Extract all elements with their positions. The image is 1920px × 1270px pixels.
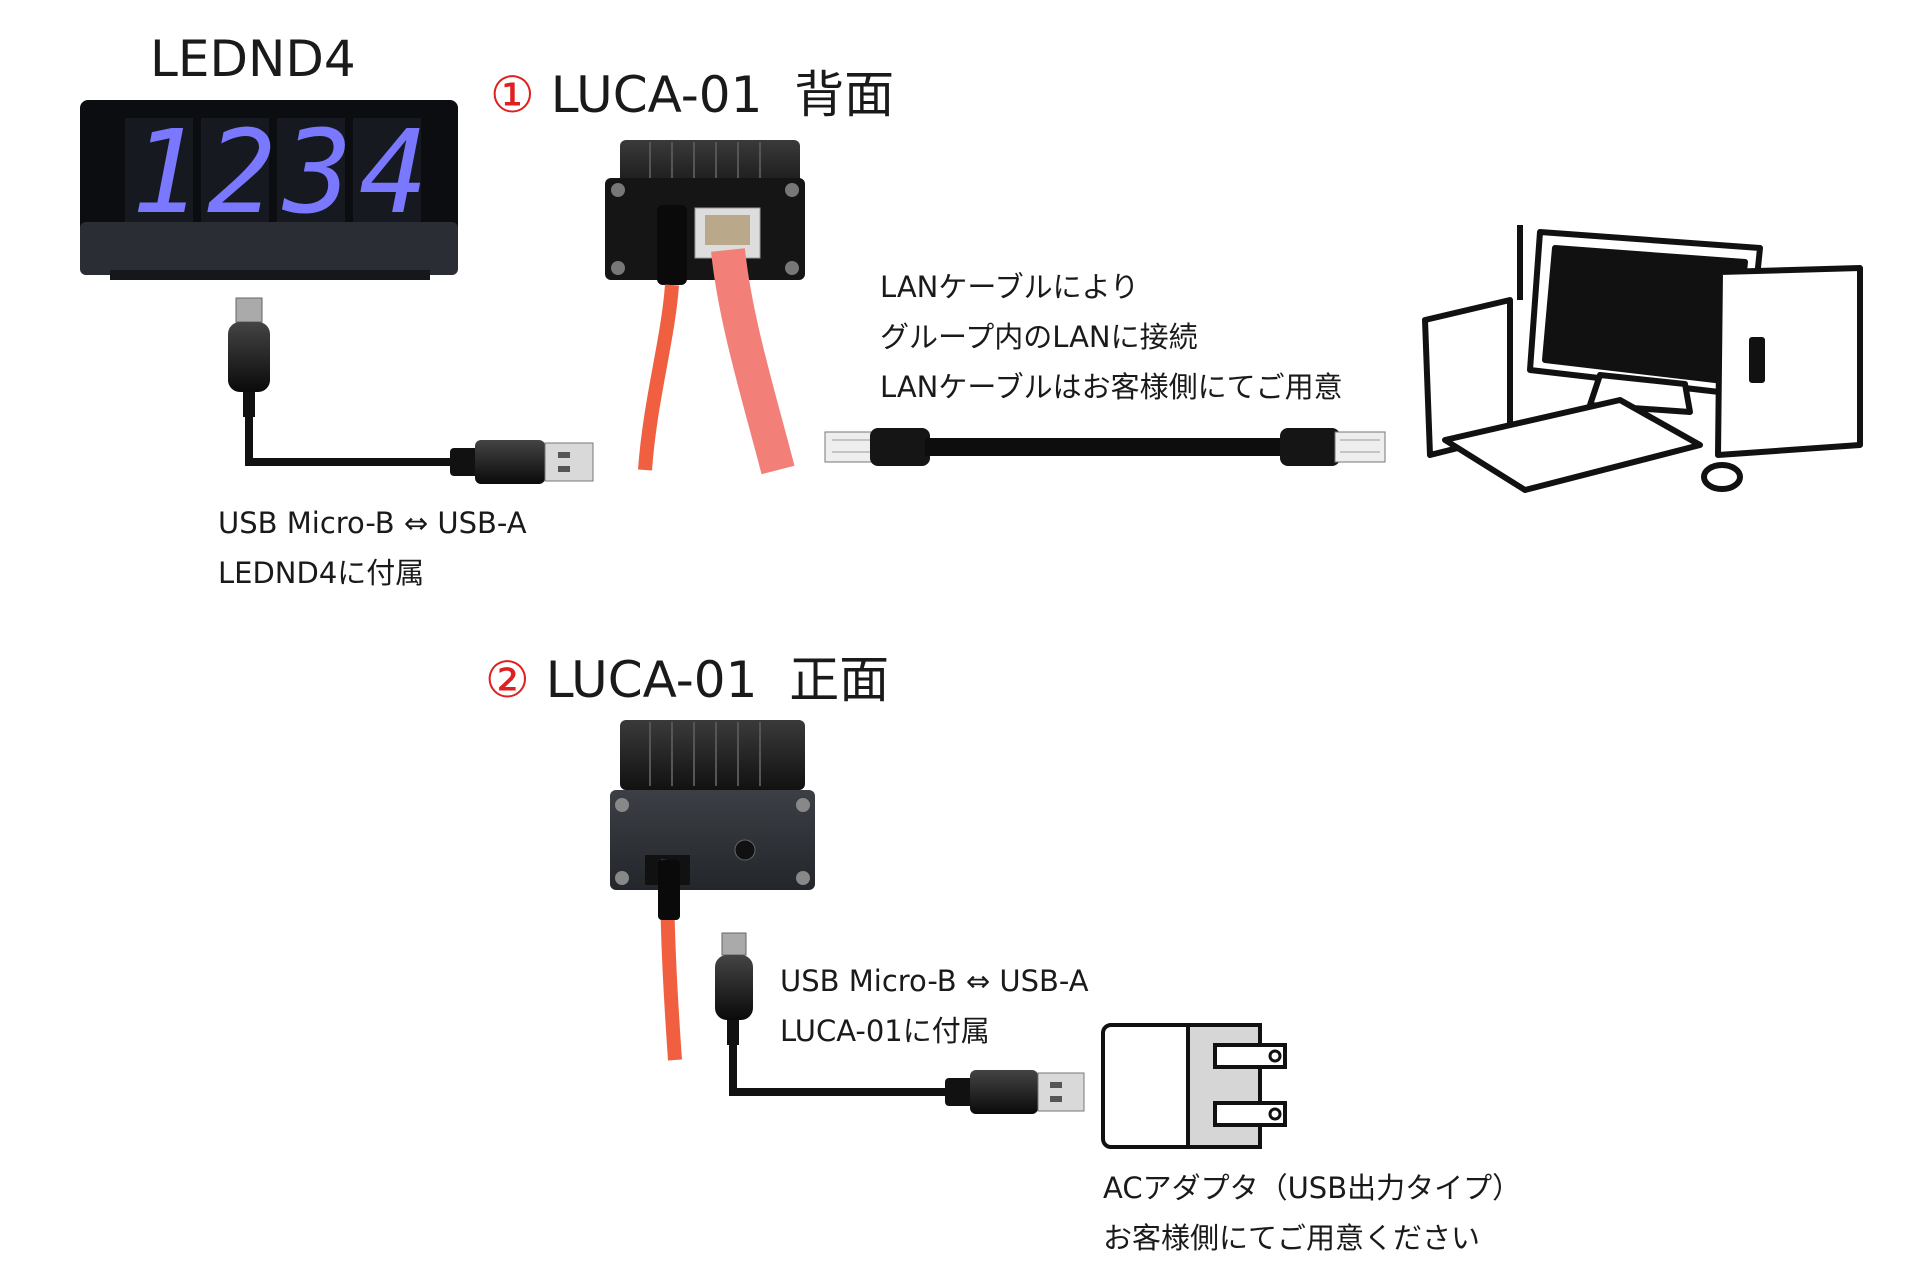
caption-line: LANケーブルはお客様側にてご用意	[880, 370, 1343, 404]
rj45-icon	[824, 431, 876, 463]
caption-line: USB Micro-B ⇔ USB-A	[780, 964, 1089, 998]
luca01-front-device	[610, 720, 815, 1061]
section2-number: ②	[485, 651, 530, 709]
section1-side: 背面	[794, 66, 895, 124]
caption-line: USB Micro-B ⇔ USB-A	[218, 506, 527, 540]
ledn-title: LEDND4	[150, 30, 356, 88]
usb-cable-bottom	[715, 932, 1085, 1114]
section2-name: LUCA-01	[545, 651, 758, 709]
section2-title: ② LUCA-01 正面	[485, 640, 889, 712]
usb-cable-caption-bottom: USB Micro-B ⇔ USB-A LUCA-01に付属	[780, 956, 1089, 1056]
section1-number: ①	[490, 66, 535, 124]
caption-line: LANケーブルにより	[880, 270, 1140, 304]
section1-title: ① LUCA-01 背面	[490, 55, 894, 127]
caption-line: LEDND4に付属	[218, 556, 425, 590]
pc-icon	[1422, 225, 1863, 493]
adapter-caption: ACアダプタ（USB出力タイプ） お客様側にてご用意ください	[1103, 1163, 1521, 1263]
led-digit: 1	[131, 106, 200, 240]
ac-adapter-icon	[1101, 1023, 1287, 1149]
led-digit-cell	[353, 118, 421, 222]
section2-side: 正面	[789, 651, 890, 709]
led-digit-cell	[277, 118, 345, 222]
caption-line: グループ内のLANに接続	[880, 320, 1198, 354]
usb-cable-caption-top: USB Micro-B ⇔ USB-A LEDND4に付属	[218, 498, 527, 598]
lan-caption: LANケーブルにより グループ内のLANに接続 LANケーブルはお客様側にてご用…	[880, 262, 1343, 412]
led-digit: 4	[359, 106, 428, 240]
led-digit-cell	[201, 118, 269, 222]
section1-name: LUCA-01	[550, 66, 763, 124]
led-digit: 3	[281, 106, 352, 240]
caption-line: ACアダプタ（USB出力タイプ）	[1103, 1171, 1522, 1205]
lan-cable	[824, 428, 1386, 466]
caption-line: お客様側にてご用意ください	[1103, 1221, 1481, 1255]
led-digit: 2	[207, 106, 276, 240]
luca01-back-device	[605, 140, 805, 475]
led-digit-cell	[125, 118, 193, 222]
caption-line: LUCA-01に付属	[780, 1014, 990, 1048]
usb-cable-top	[228, 297, 594, 484]
